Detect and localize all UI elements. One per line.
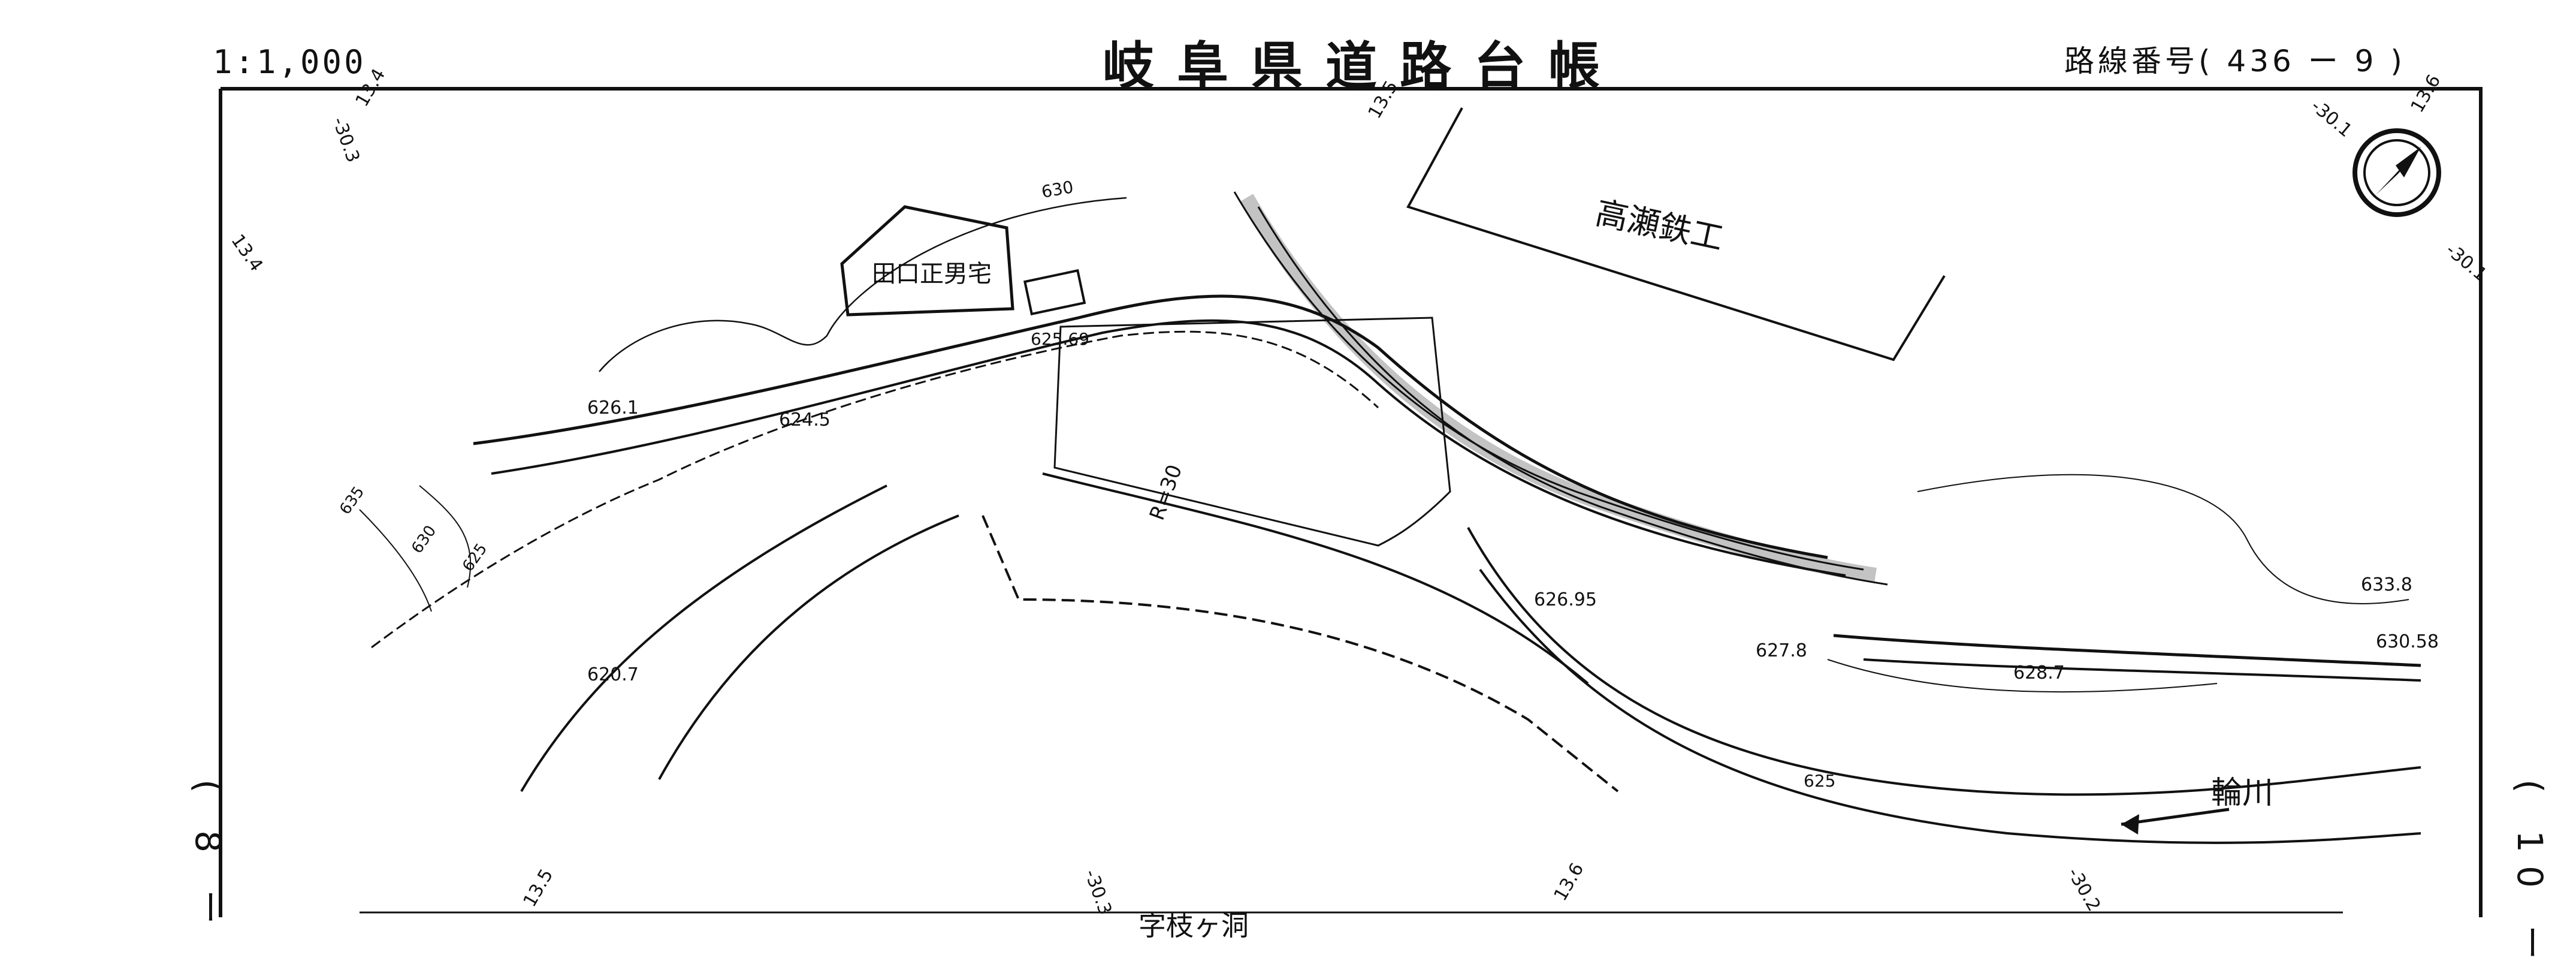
contour [1827, 659, 2218, 693]
contour [359, 485, 472, 612]
contour-label: 625 [459, 540, 491, 575]
next-sheet-indicator: ( 10 ー [2509, 779, 2550, 973]
grid-tick-label: 13.6 [2407, 71, 2445, 116]
grid-tick-label: 13.5 [520, 866, 558, 911]
elevation-label: 625.69 [1031, 329, 1089, 349]
road-right-top [1833, 634, 2421, 667]
contour [1917, 474, 2409, 604]
elevation-label: 628.7 [2013, 662, 2065, 683]
contour-label: 630 [1040, 177, 1074, 202]
contour-label: 625 [1804, 771, 1835, 791]
elevation-label: 633.8 [2361, 574, 2412, 595]
road-radius-label: R=30 [1145, 462, 1187, 523]
access-road-left [520, 484, 887, 793]
road-right-bottom [1863, 658, 2421, 682]
river-flow-arrow [2121, 808, 2230, 826]
elevation-label: 626.1 [587, 397, 639, 418]
elevation-label: 626.95 [1534, 589, 1597, 610]
outbuilding [1023, 269, 1086, 316]
road-upper-edge2 [491, 319, 1846, 577]
grid-tick-label: -30.3 [1080, 867, 1115, 918]
grid-tick-label: -30.3 [328, 115, 363, 165]
area-name-label: 字枝ヶ洞 [1138, 909, 1249, 942]
elevation-label: 630.58 [2376, 631, 2439, 652]
route-number: 路線番号( 436 ー 9 ) [2064, 44, 2406, 79]
map-frame [219, 87, 2483, 917]
contour-label: 630 [408, 522, 440, 557]
grid-tick-label: -30.1 [2442, 239, 2491, 285]
contour [599, 197, 1127, 372]
river-bank-south [1479, 568, 2421, 844]
river-label: 輪川 [2211, 775, 2273, 811]
factory-outline [1406, 107, 1946, 362]
triangular-lot [1053, 317, 1451, 547]
map-scale: 1:1,000 [213, 43, 366, 81]
road-lower-edge [371, 330, 1379, 649]
grid-tick-label: -30.1 [2307, 95, 2356, 141]
road-upper-edge [473, 294, 1828, 559]
access-road-right [982, 515, 1619, 793]
house-label: 田口正男宅 [872, 260, 992, 288]
grid-tick-label: 13.6 [1550, 860, 1589, 905]
road-ledger-map: 田口正男宅 高瀬鉄工 輪川 字枝ヶ洞 R=30 626.1 624.5 625.… [219, 65, 2491, 942]
river-bank-north [1467, 527, 2421, 796]
elevation-label: 620.7 [587, 664, 639, 685]
page-title: 岐阜県道路台帳 [1103, 37, 1623, 97]
elevation-label: 624.5 [779, 409, 831, 430]
north-arrow-icon [2352, 128, 2441, 217]
grid-tick-label: 13.4 [227, 231, 267, 276]
house-footprint [840, 205, 1014, 317]
factory-label: 高瀬鉄工 [1592, 194, 1726, 258]
grid-tick-label: 13.5 [1364, 77, 1403, 122]
elevation-label: 627.8 [1756, 640, 1807, 661]
grid-tick-label: -30.2 [2063, 864, 2104, 915]
